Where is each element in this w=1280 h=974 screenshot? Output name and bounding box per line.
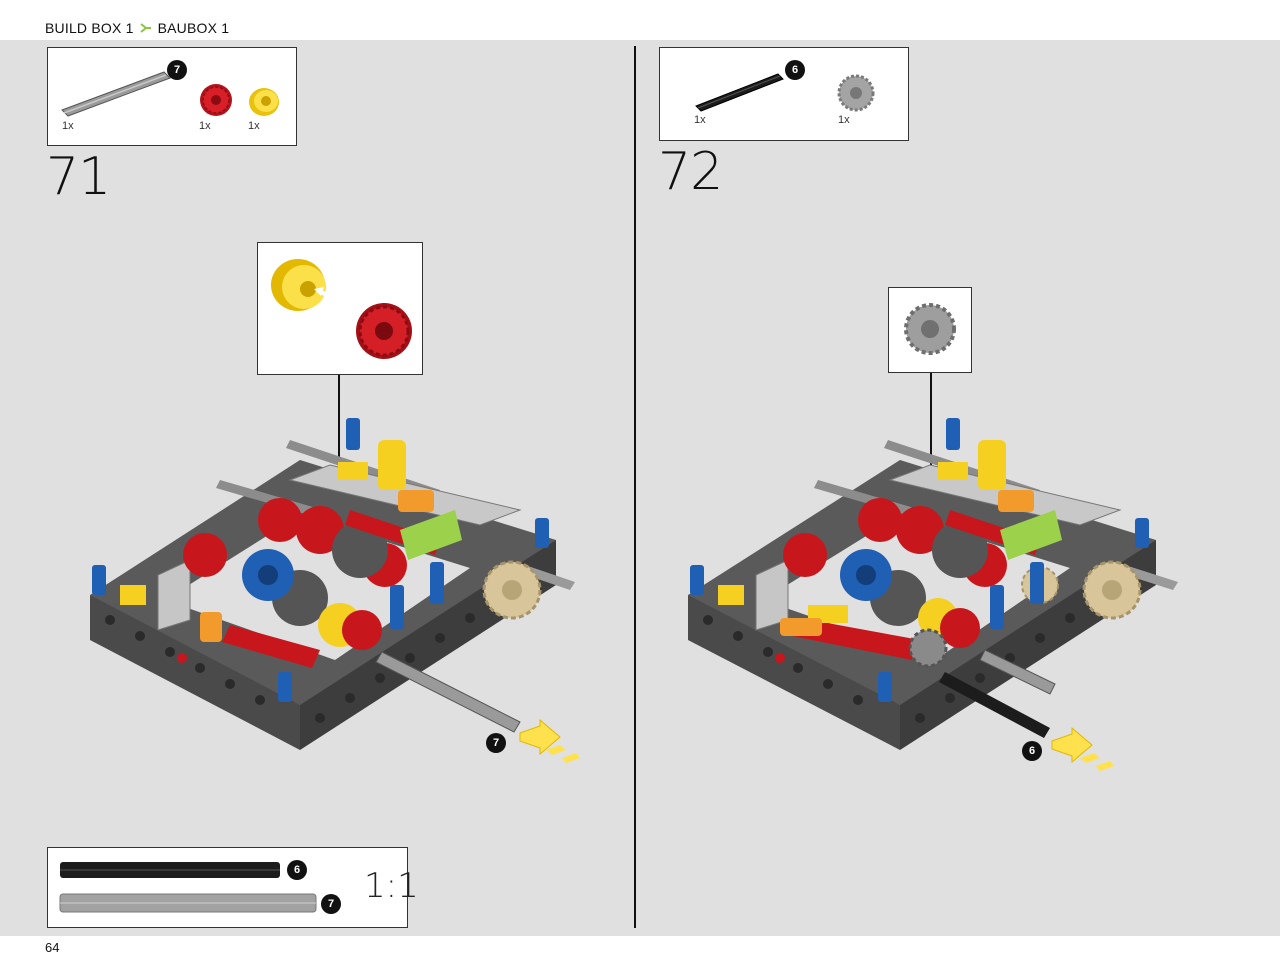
parts-illustration	[695, 73, 875, 112]
gray-axle-icon	[59, 893, 317, 913]
axle-length-badge: 7	[321, 894, 341, 914]
model-illustration-72	[688, 373, 1178, 771]
footer-bar	[0, 936, 1280, 974]
gray-gear-subassembly	[904, 303, 956, 355]
yellow-bush-icon	[249, 88, 279, 116]
part-qty: 1x	[62, 120, 74, 132]
scale-ratio: 1:1	[364, 866, 419, 906]
part-qty: 1x	[838, 114, 850, 126]
bush-gear-subassembly	[271, 259, 412, 359]
axle-scale-illustration	[59, 862, 317, 913]
instruction-page	[0, 40, 1280, 936]
axle-length-badge: 6	[785, 60, 805, 80]
yellow-bush-icon	[271, 259, 326, 311]
green-arrow-icon	[139, 23, 151, 33]
red-gear-icon	[356, 303, 412, 359]
part-qty: 1x	[694, 114, 706, 126]
black-axle-icon	[60, 862, 280, 878]
page-number: 64	[45, 940, 60, 955]
part-qty: 1x	[199, 120, 211, 132]
part-qty: 1x	[248, 120, 260, 132]
gray-gear-icon	[837, 74, 875, 112]
step-number: 72	[658, 142, 723, 202]
step-number: 71	[46, 147, 111, 207]
parts-list-box-72: 6 1x 1x	[659, 47, 909, 141]
axle-scale-box: 6 7 1:1	[47, 847, 419, 928]
breadcrumb: BUILD BOX 1 BAUBOX 1	[45, 20, 229, 36]
gray-gear-icon	[904, 303, 956, 355]
axle-length-badge: 7	[167, 60, 187, 80]
subassembly-callout-72	[888, 287, 972, 373]
red-gear-icon	[200, 84, 232, 116]
model-illustration-71	[90, 375, 580, 763]
axle-length-badge: 6	[1022, 741, 1042, 761]
black-axle-icon	[695, 73, 784, 112]
subassembly-callout-71	[257, 242, 423, 375]
step-divider	[634, 46, 636, 928]
build-box-label: BUILD BOX 1	[45, 20, 134, 36]
baubox-label: BAUBOX 1	[157, 20, 230, 36]
header-bar	[0, 0, 1280, 40]
axle-length-badge: 7	[486, 733, 506, 753]
axle-length-badge: 6	[287, 860, 307, 880]
parts-list-box-71: 7 1x 1x 1x	[47, 47, 297, 146]
